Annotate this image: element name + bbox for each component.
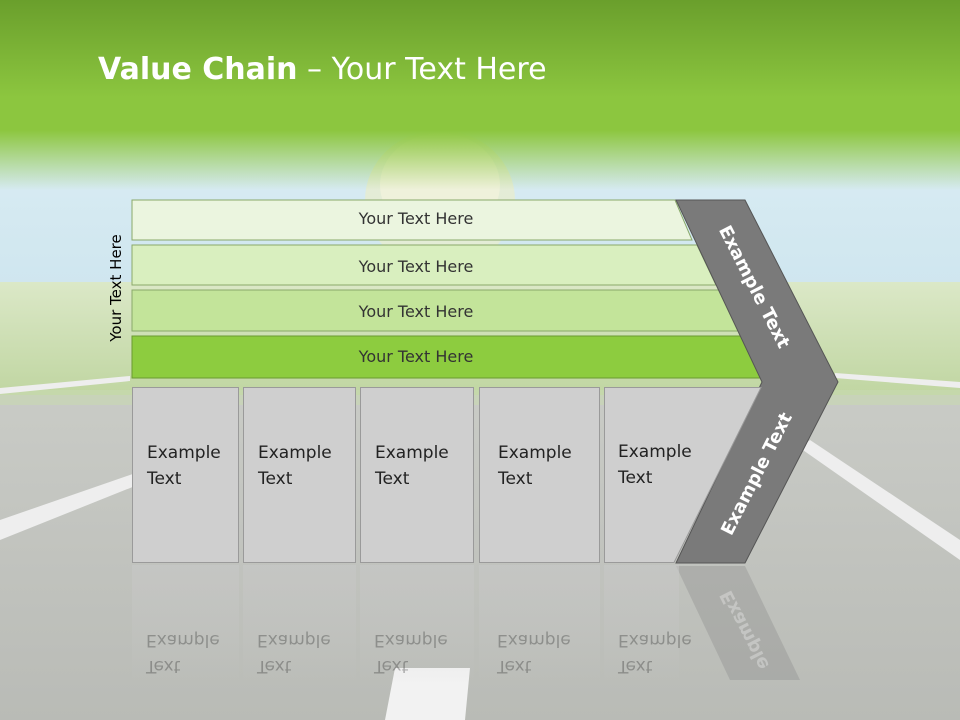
- box-4-line2: Text: [498, 469, 533, 489]
- bar-2-label: Your Text Here: [358, 257, 474, 276]
- page-title: Value Chain – Your Text Here: [98, 52, 547, 87]
- box-5-line1: Example: [618, 442, 692, 462]
- title-bold: Value Chain: [98, 52, 298, 87]
- chevron-shape: [675, 199, 839, 564]
- box-1-line2: Text: [147, 469, 182, 489]
- box-3-line2: Text: [375, 469, 410, 489]
- box-5-shape: [604, 387, 762, 563]
- box-2-line1: Example: [258, 443, 332, 463]
- bar-1-label: Your Text Here: [358, 209, 474, 228]
- box-1-line1: Example: [147, 443, 221, 463]
- box-2-line2: Text: [258, 469, 293, 489]
- box-3-line1: Example: [375, 443, 449, 463]
- bar-3-label: Your Text Here: [358, 302, 474, 321]
- bar-4-label: Your Text Here: [358, 347, 474, 366]
- box-5-line2: Text: [618, 468, 653, 488]
- chevron-reflection: [676, 566, 800, 680]
- bar-1-shape: [131, 199, 693, 241]
- box-4-line1: Example: [498, 443, 572, 463]
- title-rest: – Your Text Here: [297, 52, 547, 87]
